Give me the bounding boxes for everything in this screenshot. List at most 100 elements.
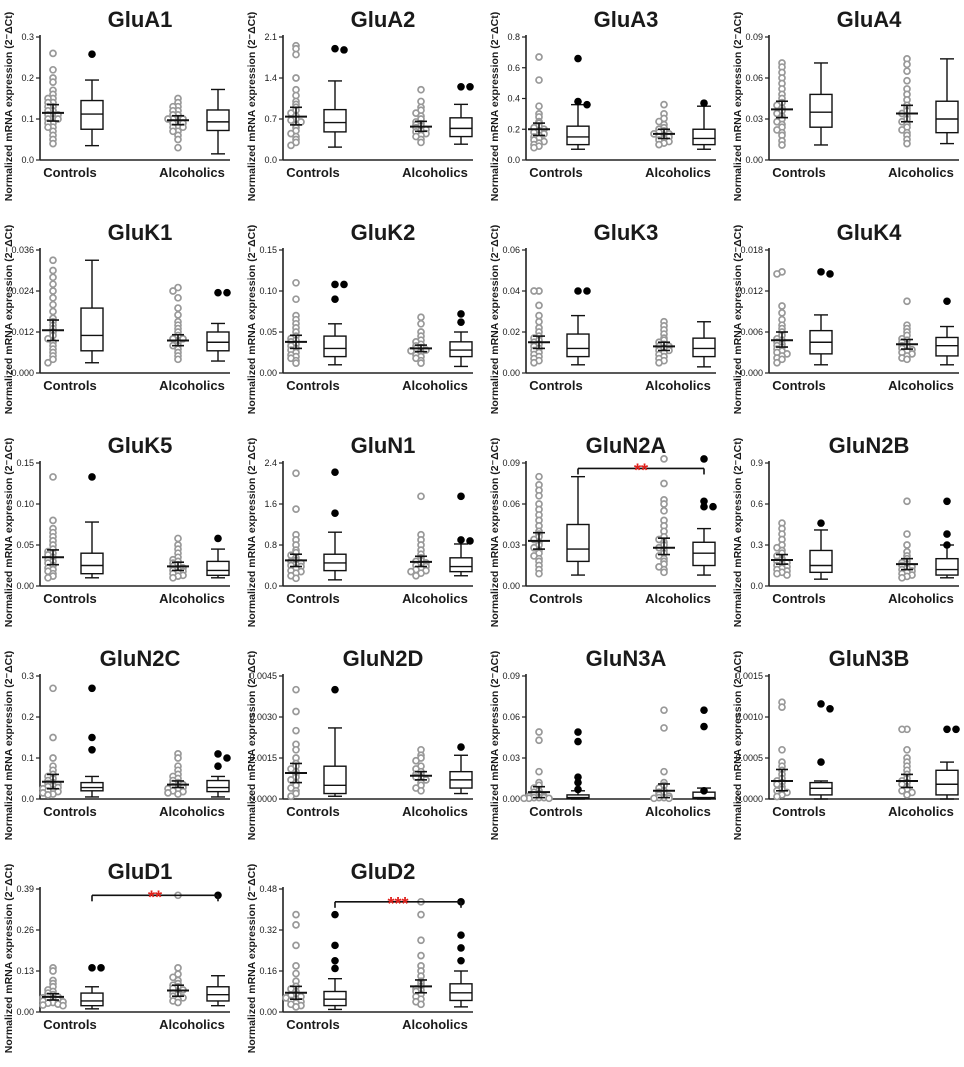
outlier-point bbox=[223, 288, 231, 297]
y-tick-label: 0.3 bbox=[21, 671, 34, 681]
data-point bbox=[660, 568, 668, 577]
data-point bbox=[49, 65, 57, 74]
chart-title: GluD2 bbox=[351, 859, 416, 884]
category-label: Controls bbox=[43, 165, 96, 180]
data-point bbox=[292, 50, 300, 59]
outlier-point bbox=[709, 502, 717, 511]
data-point bbox=[287, 792, 295, 801]
outlier-point bbox=[943, 530, 951, 538]
data-point bbox=[660, 500, 668, 508]
outlier-point bbox=[331, 44, 339, 53]
data-point bbox=[174, 355, 182, 364]
box-iqr bbox=[206, 560, 230, 577]
box-iqr bbox=[206, 109, 230, 132]
outlier-point bbox=[88, 684, 96, 693]
category-label: Controls bbox=[529, 378, 582, 393]
box-iqr bbox=[809, 93, 833, 128]
y-tick-label: 0.04 bbox=[502, 286, 520, 296]
y-tick-label: 0.3 bbox=[750, 540, 763, 550]
chart-title: GluN2B bbox=[829, 433, 910, 458]
data-point bbox=[292, 726, 300, 735]
data-point bbox=[412, 756, 420, 765]
y-axis-label: Normalized mRNA expression (2⁻ΔCt) bbox=[3, 864, 15, 1054]
data-point bbox=[287, 141, 295, 150]
y-axis-label: Normalized mRNA expression (2⁻ΔCt) bbox=[246, 438, 258, 628]
y-axis-label: Normalized mRNA expression (2⁻ΔCt) bbox=[732, 651, 744, 841]
data-point bbox=[773, 358, 781, 367]
y-tick-label: 0.09 bbox=[502, 671, 520, 681]
outlier-point bbox=[943, 497, 951, 506]
data-point bbox=[292, 278, 300, 287]
category-label: Controls bbox=[286, 591, 339, 606]
y-tick-label: 0.0 bbox=[264, 581, 277, 591]
data-point bbox=[417, 138, 425, 147]
y-axis-label: Normalized mRNA expression (2⁻ΔCt) bbox=[246, 651, 258, 841]
outlier-point bbox=[817, 758, 825, 766]
data-point bbox=[530, 143, 538, 152]
data-point bbox=[520, 794, 528, 803]
y-axis-label: Normalized mRNA expression (2⁻ΔCt) bbox=[246, 225, 258, 415]
outlier-point bbox=[466, 537, 474, 545]
data-point bbox=[417, 492, 425, 501]
y-tick-label: 0.012 bbox=[740, 286, 763, 296]
category-label: Alcoholics bbox=[402, 591, 468, 606]
outlier-point bbox=[331, 468, 339, 477]
outlier-point bbox=[700, 502, 708, 511]
outlier-point bbox=[817, 700, 825, 708]
data-point bbox=[898, 573, 906, 582]
data-point bbox=[783, 571, 791, 579]
box-iqr bbox=[206, 779, 230, 793]
data-point bbox=[174, 963, 182, 972]
box-iqr bbox=[323, 335, 347, 358]
data-point bbox=[535, 728, 543, 736]
outlier-point bbox=[214, 750, 222, 758]
chart-title: GluK2 bbox=[351, 220, 416, 245]
data-point bbox=[778, 141, 786, 149]
chart-title: GluN3A bbox=[586, 646, 667, 671]
data-point bbox=[292, 1003, 300, 1011]
y-tick-label: 0.06 bbox=[502, 499, 520, 509]
category-label: Controls bbox=[529, 165, 582, 180]
box-iqr bbox=[206, 986, 230, 1002]
y-tick-label: 0.0 bbox=[21, 155, 34, 165]
y-tick-label: 0.00 bbox=[259, 368, 277, 378]
y-tick-label: 1.4 bbox=[264, 73, 277, 83]
chart-title: GluN1 bbox=[351, 433, 416, 458]
y-tick-label: 0.00 bbox=[16, 581, 34, 591]
y-tick-label: 0.4 bbox=[507, 94, 520, 104]
outlier-point bbox=[331, 941, 339, 950]
outlier-point bbox=[943, 541, 951, 549]
data-point bbox=[535, 102, 543, 111]
chart-title: GluA3 bbox=[594, 7, 659, 32]
data-point bbox=[49, 754, 57, 762]
outlier-point bbox=[583, 287, 591, 295]
outlier-point bbox=[700, 787, 708, 795]
outlier-point bbox=[952, 725, 960, 734]
category-label: Controls bbox=[43, 378, 96, 393]
y-tick-label: 0.0000 bbox=[249, 794, 277, 804]
data-point bbox=[417, 786, 425, 795]
data-point bbox=[773, 569, 781, 578]
outlier-point bbox=[574, 773, 582, 781]
data-point bbox=[660, 100, 668, 109]
chart-title: GluA4 bbox=[837, 7, 903, 32]
y-tick-label: 0.03 bbox=[502, 753, 520, 763]
data-point bbox=[660, 506, 668, 515]
outlier-point bbox=[88, 473, 96, 481]
data-point bbox=[417, 313, 425, 322]
box-iqr bbox=[566, 125, 590, 146]
outlier-point bbox=[583, 100, 591, 109]
data-point bbox=[174, 998, 182, 1007]
data-point bbox=[49, 516, 57, 525]
data-point bbox=[39, 1001, 47, 1009]
y-tick-label: 0.0 bbox=[507, 155, 520, 165]
data-point bbox=[174, 754, 182, 762]
y-tick-label: 0.03 bbox=[502, 540, 520, 550]
